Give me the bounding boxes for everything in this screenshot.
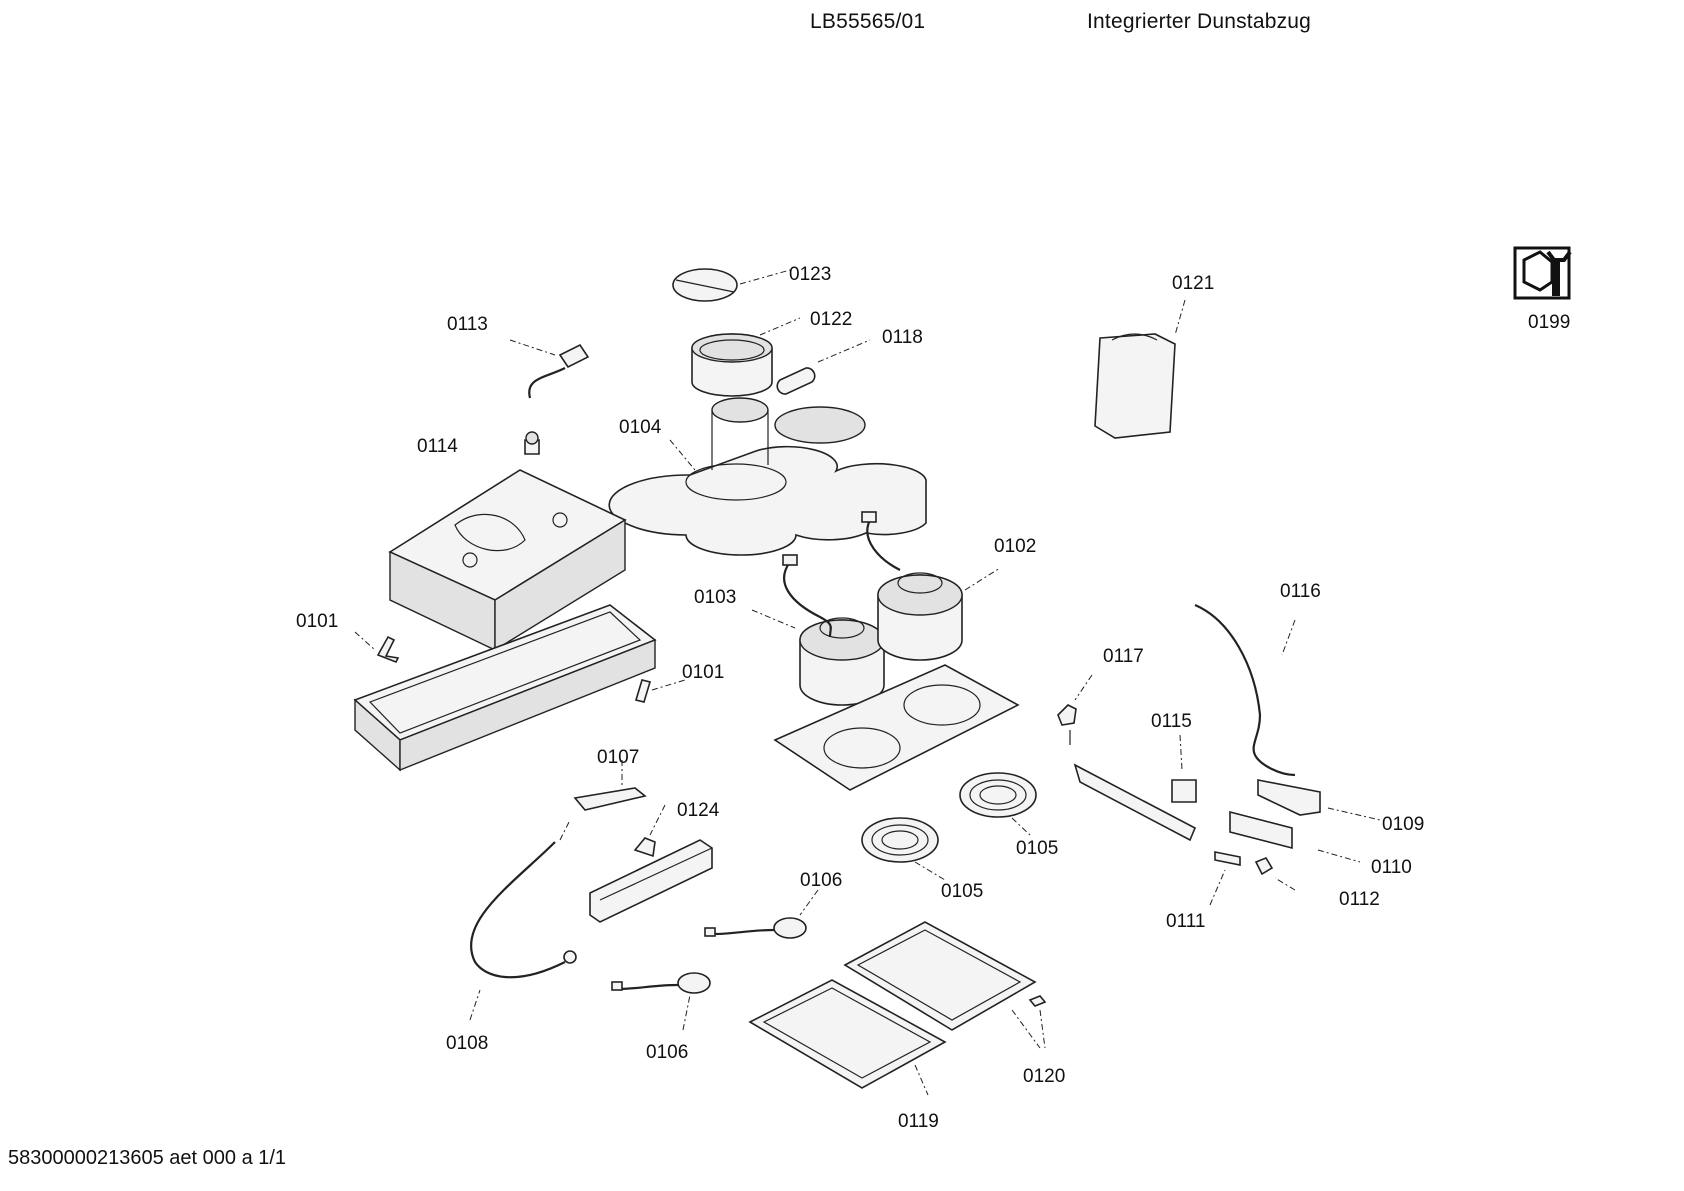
part-0112-clip xyxy=(1254,857,1296,891)
label-0118: 0118 xyxy=(882,327,923,348)
part-0113-mains-cable xyxy=(509,339,590,399)
label-0117: 0117 xyxy=(1103,646,1144,667)
part-0106-sensor-lower xyxy=(611,972,711,1031)
part-housing-box xyxy=(388,469,627,652)
part-0105-grille-left xyxy=(861,817,946,881)
part-frame-tray xyxy=(353,604,657,772)
part-0101-clip-right xyxy=(634,679,686,703)
label-0102: 0102 xyxy=(994,536,1036,557)
part-0102-blower-motor xyxy=(861,511,1001,661)
label-0109: 0109 xyxy=(1382,814,1424,835)
label-0122: 0122 xyxy=(810,309,852,330)
label-0107: 0107 xyxy=(597,747,639,768)
label-0104: 0104 xyxy=(619,417,662,438)
label-0123: 0123 xyxy=(789,264,831,285)
part-0103-blower-motor xyxy=(751,554,885,706)
part-0114-switch xyxy=(524,431,540,455)
part-0109-bracket xyxy=(1257,779,1381,821)
label-0108: 0108 xyxy=(446,1033,488,1054)
label-0110: 0110 xyxy=(1371,857,1412,878)
part-0123-damper-flap xyxy=(672,268,791,302)
part-motor-base-plate xyxy=(773,664,1020,791)
part-0115-relay xyxy=(1171,734,1197,803)
document-code: 58300000213605 aet 000 a 1/1 xyxy=(8,1147,287,1169)
part-0108-cable xyxy=(469,819,577,1021)
part-0117-clip xyxy=(1057,674,1093,745)
part-0122-collar-ring xyxy=(691,317,801,397)
label-0115: 0115 xyxy=(1151,711,1192,732)
part-mounting-bar xyxy=(1073,763,1197,842)
label-0119: 0119 xyxy=(898,1111,939,1132)
label-0103: 0103 xyxy=(694,587,736,608)
label-0101: 0101 xyxy=(682,662,724,683)
part-0119-grease-filter xyxy=(748,979,947,1096)
label-0112: 0112 xyxy=(1339,889,1380,910)
label-0106: 0106 xyxy=(800,870,842,891)
part-0124-bracket xyxy=(633,804,666,858)
part-tray-channel xyxy=(589,839,713,923)
part-0118-capacitor xyxy=(776,339,871,395)
label-0113: 0113 xyxy=(447,314,488,335)
model-number: LB55565/01 xyxy=(810,10,926,33)
label-0121: 0121 xyxy=(1172,273,1214,294)
part-0107-cover xyxy=(573,760,647,811)
part-0110-bracket xyxy=(1229,810,1361,863)
label-0124: 0124 xyxy=(677,800,720,821)
label-0111: 0111 xyxy=(1166,911,1205,932)
part-0116-cable xyxy=(1194,603,1296,777)
part-0105-grille-right xyxy=(959,772,1037,836)
label-0114: 0114 xyxy=(417,436,458,457)
label-0106: 0106 xyxy=(646,1042,688,1063)
part-0120-grease-filter xyxy=(843,921,1047,1049)
label-0105: 0105 xyxy=(1016,838,1058,859)
part-0121-parts-bag xyxy=(1094,299,1186,439)
label-0101: 0101 xyxy=(296,611,338,632)
label-0199: 0199 xyxy=(1528,312,1570,333)
part-0106-sensor-upper xyxy=(704,889,819,939)
service-wrench-icon xyxy=(1513,246,1572,300)
part-0101-clip-left xyxy=(354,631,400,664)
label-0116: 0116 xyxy=(1280,581,1321,602)
product-description: Integrierter Dunstabzug xyxy=(1087,10,1312,33)
label-0120: 0120 xyxy=(1023,1066,1065,1087)
label-0105: 0105 xyxy=(941,881,983,902)
part-0111-holder xyxy=(1209,851,1241,906)
